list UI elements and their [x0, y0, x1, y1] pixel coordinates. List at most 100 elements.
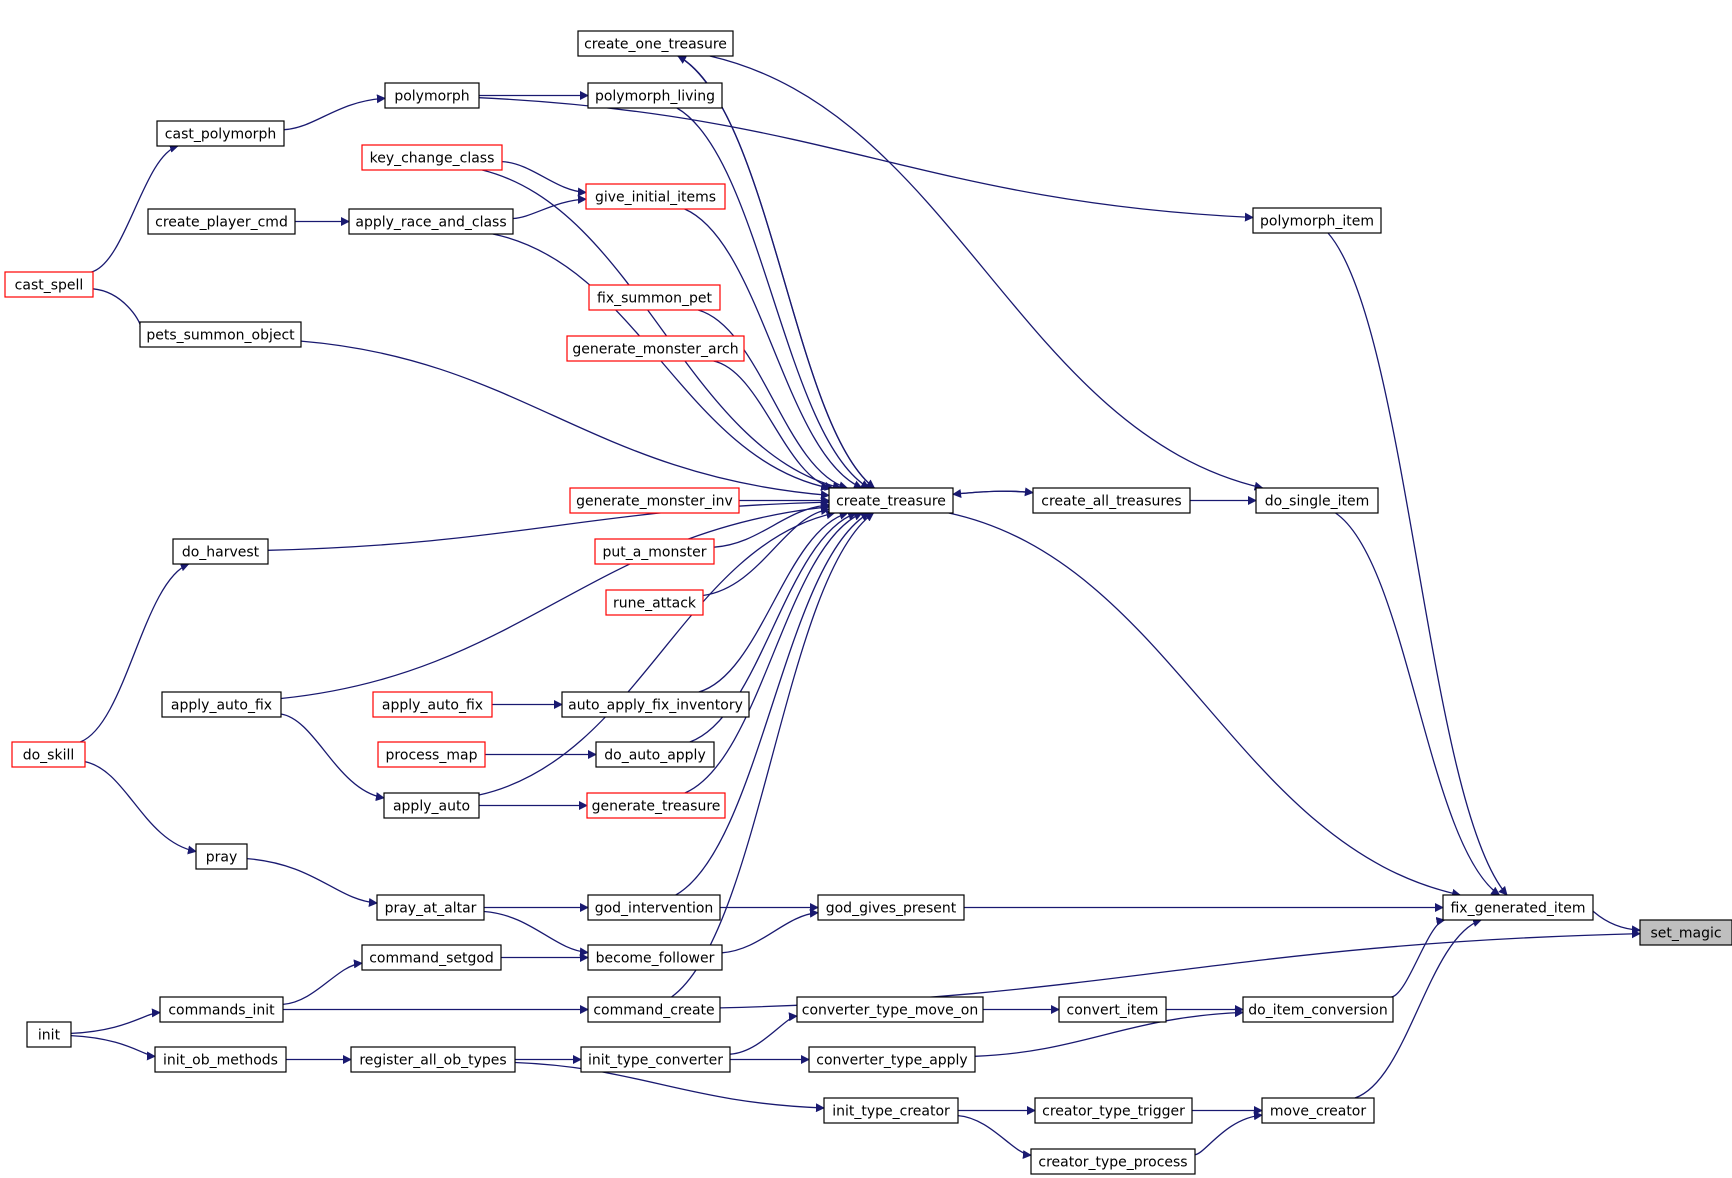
node-label: converter_type_move_on [802, 1003, 978, 1019]
edge-apply_auto-to-create_treasure [478, 510, 836, 796]
node-label: pray [206, 850, 238, 866]
node-fix-summon-pet[interactable]: fix_summon_pet [588, 284, 721, 311]
node-commands-init[interactable]: commands_init [159, 996, 284, 1023]
node-generate-monster-inv[interactable]: generate_monster_inv [569, 487, 740, 514]
node-create-all-treasures[interactable]: create_all_treasures [1032, 487, 1191, 514]
node-apply-race-and-class[interactable]: apply_race_and_class [348, 208, 514, 235]
node-polymorph-item[interactable]: polymorph_item [1252, 207, 1382, 234]
node-box [161, 691, 282, 718]
node-converter-type-apply[interactable]: converter_type_apply [808, 1046, 976, 1073]
node-box [348, 208, 514, 235]
node-label: creator_type_process [1038, 1155, 1187, 1171]
node-process-map[interactable]: process_map [377, 741, 486, 768]
edge-generate_monster_arch-to-create_treasure [713, 360, 834, 491]
edge-give_initial_items-to-create_treasure [684, 208, 863, 489]
node-box [605, 589, 704, 616]
node-apply-auto-fix-red[interactable]: apply_auto_fix [372, 691, 493, 718]
edge-line [501, 160, 587, 197]
node-do-auto-apply[interactable]: do_auto_apply [595, 741, 715, 768]
edge-auto_apply_fix_inventory-to-create_treasure [698, 510, 849, 693]
node-box [172, 538, 269, 565]
edge-do_single_item-to-fix_generated_item [1335, 512, 1501, 896]
edge-init_type_creator-to-creator_type_process [957, 1114, 1032, 1160]
node-box [1030, 1148, 1196, 1175]
nodes-layer: set_magic fix_generated_item create_treasu… [4, 30, 1732, 1175]
edge-pray-to-pray_at_altar [246, 857, 378, 907]
node-creator-type-process[interactable]: creator_type_process [1030, 1148, 1196, 1175]
node-label: converter_type_apply [816, 1053, 967, 1069]
node-key-change-class[interactable]: key_change_class [361, 144, 503, 171]
node-label: generate_treasure [592, 799, 721, 815]
node-box [156, 120, 285, 147]
node-rune-attack[interactable]: rune_attack [605, 589, 704, 616]
node-pets-summon-object[interactable]: pets_summon_object [139, 321, 302, 348]
node-register-all-ob-types[interactable]: register_all_ob_types [350, 1046, 516, 1073]
node-generate-treasure[interactable]: generate_treasure [586, 792, 726, 819]
node-label: polymorph [394, 89, 469, 105]
node-do-item-conversion[interactable]: do_item_conversion [1242, 996, 1394, 1023]
node-polymorph-living[interactable]: polymorph_living [587, 82, 723, 109]
node-set-magic[interactable]: set_magic [1639, 919, 1732, 946]
node-god-gives-present[interactable]: god_gives_present [817, 894, 965, 921]
node-box [796, 996, 984, 1023]
node-generate-monster-arch[interactable]: generate_monster_arch [566, 335, 745, 362]
node-converter-type-move-on[interactable]: converter_type_move_on [796, 996, 984, 1023]
node-label: create_treasure [836, 494, 946, 510]
node-do-harvest[interactable]: do_harvest [172, 538, 269, 565]
edge-line [729, 1012, 798, 1055]
node-label: apply_auto [393, 799, 470, 815]
edge-line [283, 94, 386, 131]
node-label: key_change_class [370, 151, 495, 167]
node-fix-generated-item[interactable]: fix_generated_item [1442, 894, 1594, 921]
edge-cast_spell-to-pets_summon_object [92, 288, 149, 332]
node-creator-type-trigger[interactable]: creator_type_trigger [1034, 1097, 1193, 1124]
node-auto-apply-fix-inventory[interactable]: auto_apply_fix_inventory [561, 691, 750, 718]
node-box [561, 691, 750, 718]
node-do-single-item[interactable]: do_single_item [1255, 487, 1379, 514]
node-pray-at-altar[interactable]: pray_at_altar [376, 894, 485, 921]
edge-line [92, 288, 149, 332]
edge-put_a_monster-to-create_treasure [713, 501, 830, 548]
node-apply-auto-fix-black[interactable]: apply_auto_fix [161, 691, 282, 718]
node-do-skill[interactable]: do_skill [11, 741, 86, 768]
node-command-create[interactable]: command_create [587, 996, 721, 1023]
node-put-a-monster[interactable]: put_a_monster [594, 538, 715, 565]
node-box [587, 944, 723, 971]
edge-line [246, 857, 378, 907]
node-create-player-cmd[interactable]: create_player_cmd [147, 208, 296, 235]
node-move-creator[interactable]: move_creator [1261, 1097, 1375, 1124]
node-cast-polymorph[interactable]: cast_polymorph [156, 120, 285, 147]
node-create-one-treasure[interactable]: create_one_treasure [577, 30, 734, 57]
edge-cast_polymorph-to-polymorph [283, 94, 386, 131]
node-box [1261, 1097, 1375, 1124]
edge-line [80, 562, 190, 743]
node-polymorph[interactable]: polymorph [384, 82, 480, 109]
node-create-treasure[interactable]: create_treasure [828, 487, 954, 514]
node-box [383, 792, 480, 819]
edge-do_auto_apply-to-create_treasure [689, 511, 858, 743]
edge-line [1391, 916, 1446, 998]
node-pray[interactable]: pray [195, 843, 248, 870]
node-box [1255, 487, 1379, 514]
edge-line [267, 497, 830, 551]
node-god-intervention[interactable]: god_intervention [587, 894, 721, 921]
edge-init-to-init_ob_methods [70, 1034, 156, 1061]
node-give-initial-items[interactable]: give_initial_items [585, 183, 726, 210]
node-command-setgod[interactable]: command_setgod [361, 944, 502, 971]
node-init-ob-methods[interactable]: init_ob_methods [154, 1046, 287, 1073]
node-init-type-converter[interactable]: init_type_converter [580, 1046, 731, 1073]
node-convert-item[interactable]: convert_item [1058, 996, 1167, 1023]
node-become-follower[interactable]: become_follower [587, 944, 723, 971]
node-box [585, 183, 726, 210]
node-init-type-creator[interactable]: init_type_creator [823, 1097, 959, 1124]
node-apply-auto[interactable]: apply_auto [383, 792, 480, 819]
node-label: fix_summon_pet [597, 291, 712, 307]
node-label: init_ob_methods [163, 1053, 278, 1069]
node-init[interactable]: init [26, 1021, 72, 1048]
edge-polymorph_item-to-fix_generated_item [1327, 232, 1508, 896]
node-cast-spell[interactable]: cast_spell [4, 271, 94, 298]
node-box [1032, 487, 1191, 514]
node-label: command_create [593, 1003, 714, 1019]
node-box [588, 284, 721, 311]
node-box [376, 894, 485, 921]
